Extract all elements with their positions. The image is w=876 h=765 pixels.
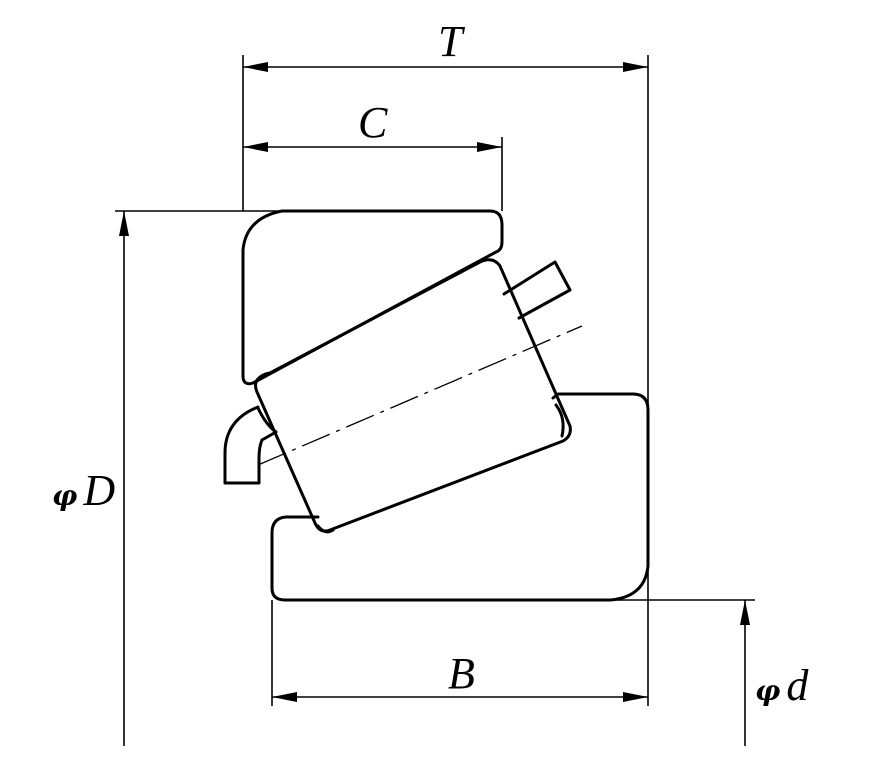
phi-symbol: φ [755, 674, 781, 707]
cage-right [502, 260, 572, 320]
label-d: d [786, 661, 809, 710]
arrowhead [623, 62, 648, 72]
phi-symbol: φ [52, 479, 78, 512]
label-phi-D: φ D [52, 466, 115, 515]
arrowhead [243, 62, 268, 72]
tapered-roller [254, 258, 572, 533]
arrowhead [623, 692, 648, 702]
outer-ring [241, 209, 504, 386]
roller-bump-bottom [316, 524, 335, 534]
inner-ring [270, 392, 650, 602]
arrowhead [740, 600, 750, 625]
cage-left [223, 405, 278, 485]
arrowhead [272, 692, 297, 702]
label-D: D [82, 466, 115, 515]
label-T: T [438, 17, 466, 66]
arrowhead [243, 142, 268, 152]
label-B: B [448, 649, 475, 698]
arrowhead [477, 142, 502, 152]
roller-axis-centerline [257, 325, 583, 466]
roller-bump-right [554, 403, 565, 438]
label-C: C [358, 98, 388, 147]
roller-bump-left [256, 406, 278, 434]
label-phi-d: φ d [755, 661, 809, 710]
arrowhead [119, 211, 129, 236]
